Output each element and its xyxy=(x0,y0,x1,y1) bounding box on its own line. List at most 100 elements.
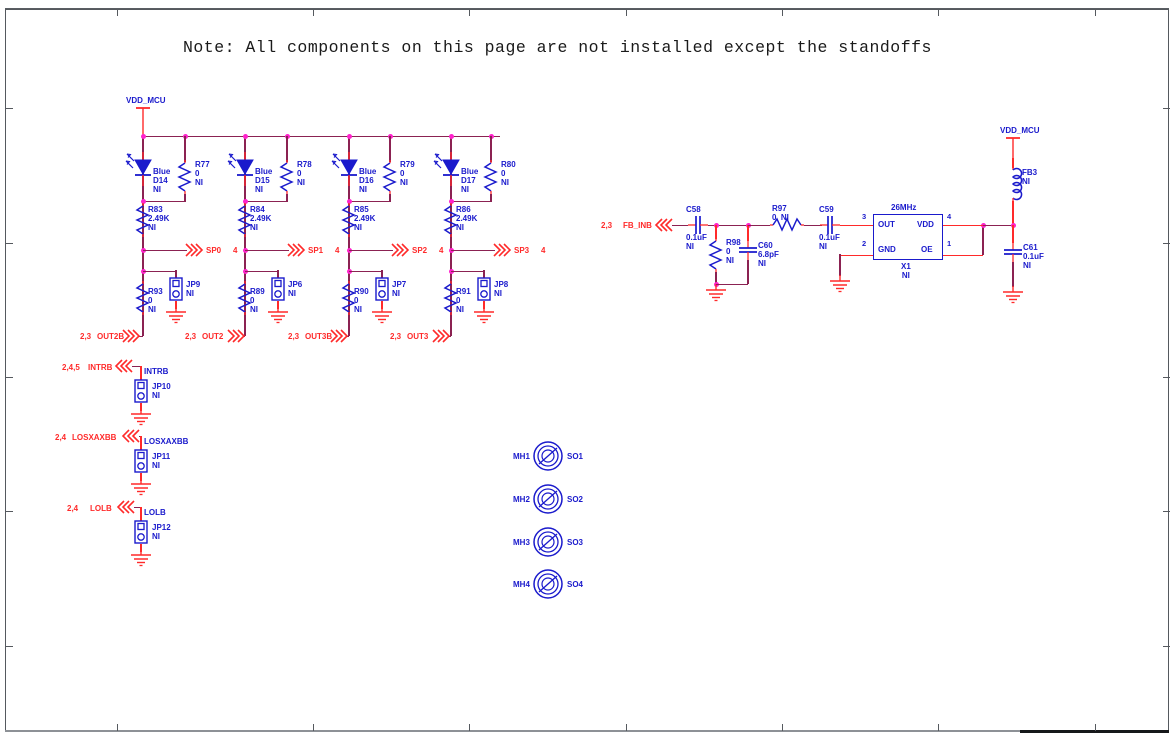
port-page-SP3: 4 xyxy=(541,246,546,255)
port-pages-OUT2B: 2,3 xyxy=(80,332,92,341)
osc-wire-c xyxy=(804,224,822,226)
port-arrow-INTRB[interactable] xyxy=(114,359,133,373)
ground-symbol xyxy=(705,284,727,302)
x1-pin3-wire xyxy=(840,224,873,226)
jumper-gnd-wire xyxy=(175,301,177,309)
jumper-symbol-JP10[interactable] xyxy=(134,379,148,403)
out-wire xyxy=(138,335,143,337)
standoff-label-SO2: SO2 xyxy=(567,495,584,504)
port-pages-LOLB: 2,4 xyxy=(67,504,79,513)
port-arrow-SP0[interactable] xyxy=(185,243,204,257)
port-arrow-LOLB[interactable] xyxy=(116,500,135,514)
port-arrow-SP2[interactable] xyxy=(391,243,410,257)
cap-value-C59: 0.1uF NI xyxy=(819,233,840,252)
resistor-symbol-R79 xyxy=(382,160,398,194)
jumper-label-JP8: JP8 NI xyxy=(494,280,509,299)
oscillator-box-X1 xyxy=(873,214,943,260)
ferrite-label-FB3: FB3 NI xyxy=(1022,168,1038,187)
jumper-wire-v xyxy=(483,270,485,278)
r98-wire-bot xyxy=(715,272,717,284)
resistor-label-R83: R83 2.49K NI xyxy=(148,205,170,233)
shunt-wire-bot xyxy=(286,194,288,202)
ground-symbol xyxy=(829,275,851,293)
signal-gnd-wire xyxy=(140,473,142,481)
shunt-wire-top xyxy=(184,136,186,162)
shunt-wire-top xyxy=(490,136,492,162)
led-symbol-D15 xyxy=(227,152,263,188)
ground-symbol xyxy=(130,549,152,567)
oscillator-pin-num-3: 3 xyxy=(862,212,867,221)
c60-wire-top xyxy=(747,225,749,241)
tap-wire xyxy=(451,249,495,251)
ground-symbol xyxy=(371,306,393,324)
port-page-SP0: 4 xyxy=(233,246,238,255)
r98-wire-top xyxy=(715,225,717,239)
jumper-symbol-JP7[interactable] xyxy=(375,277,389,301)
jumper-symbol-JP9[interactable] xyxy=(169,277,183,301)
fb3-wire-top xyxy=(1012,158,1014,168)
port-arrow-LOSXAXBB[interactable] xyxy=(121,429,140,443)
x1-pin2-wire xyxy=(840,254,873,256)
vdd-rail-wire xyxy=(143,136,500,138)
resistor-label-R98: R98 0 NI xyxy=(726,238,741,266)
ground-symbol xyxy=(473,306,495,324)
port-page-SP1: 4 xyxy=(335,246,340,255)
port-arrow-fb-inb[interactable] xyxy=(654,218,673,232)
power-symbol-vdd-mcu-left xyxy=(133,106,153,138)
sheet-border xyxy=(5,9,1169,731)
resistor-label-R89: R89 0 NI xyxy=(250,287,265,315)
signal-gnd-wire xyxy=(140,544,142,552)
mounting-hole-ref-MH1: MH1 xyxy=(513,452,530,461)
standoff-label-SO3: SO3 xyxy=(567,538,584,547)
oscillator-pin-num-4: 4 xyxy=(947,212,952,221)
resistor-symbol-R89 xyxy=(237,281,253,315)
resistor-symbol-R80 xyxy=(483,160,499,194)
jumper-symbol-JP11[interactable] xyxy=(134,449,148,473)
led-label-D16: Blue D16 NI xyxy=(359,167,377,195)
x1-gnd-wire-v xyxy=(839,254,841,276)
jumper-symbol-JP12[interactable] xyxy=(134,520,148,544)
junction-dot xyxy=(242,198,248,204)
signal-gnd-wire xyxy=(140,403,142,411)
oscillator-pin-name-vdd: VDD xyxy=(917,220,934,229)
mounting-hole-ref-MH4: MH4 xyxy=(513,580,530,589)
shunt-wire-bot xyxy=(184,194,186,202)
cap-ref-C59: C59 xyxy=(819,205,834,214)
port-arrow-OUT3[interactable] xyxy=(432,329,451,343)
port-arrow-OUT2B[interactable] xyxy=(122,329,141,343)
resistor-label-R84: R84 2.49K NI xyxy=(250,205,272,233)
mounting-hole-symbol-MH1 xyxy=(533,441,563,471)
junction-dot xyxy=(140,198,146,204)
jumper-label-JP12: JP12 NI xyxy=(152,523,171,542)
port-arrow-SP1[interactable] xyxy=(287,243,306,257)
shunt-wire-join xyxy=(143,201,185,203)
resistor-label-R78: R78 0 NI xyxy=(297,160,312,188)
sheet-note: Note: All components on this page are no… xyxy=(183,38,932,57)
ground-symbol xyxy=(130,478,152,496)
port-arrow-SP3[interactable] xyxy=(493,243,512,257)
resistor-label-R90: R90 0 NI xyxy=(354,287,369,315)
resistor-symbol-R83 xyxy=(135,203,151,237)
port-arrow-OUT2[interactable] xyxy=(227,329,246,343)
osc-wire-in xyxy=(672,224,688,226)
tap-wire xyxy=(143,249,187,251)
jumper-wire-v xyxy=(381,270,383,278)
port-arrow-OUT3B[interactable] xyxy=(330,329,349,343)
jumper-symbol-JP8[interactable] xyxy=(477,277,491,301)
resistor-symbol-R90 xyxy=(341,281,357,315)
led-label-D15: Blue D15 NI xyxy=(255,167,273,195)
signal-wire-v xyxy=(140,507,142,521)
jumper-wire-v xyxy=(175,270,177,278)
power-symbol-vdd-mcu-right xyxy=(1003,136,1023,162)
port-pages-INTRB: 2,4,5 xyxy=(62,363,80,372)
shunt-wire-bot xyxy=(490,194,492,202)
shunt-wire-top xyxy=(389,136,391,162)
resistor-symbol-R84 xyxy=(237,203,253,237)
sheet-border-bottom xyxy=(5,730,1169,732)
standoff-label-SO1: SO1 xyxy=(567,452,584,461)
port-label-SP2: SP2 xyxy=(412,246,428,255)
signal-wire-v xyxy=(140,436,142,450)
cap-label-C61: C61 0.1uF NI xyxy=(1023,243,1044,271)
jumper-symbol-JP6[interactable] xyxy=(271,277,285,301)
